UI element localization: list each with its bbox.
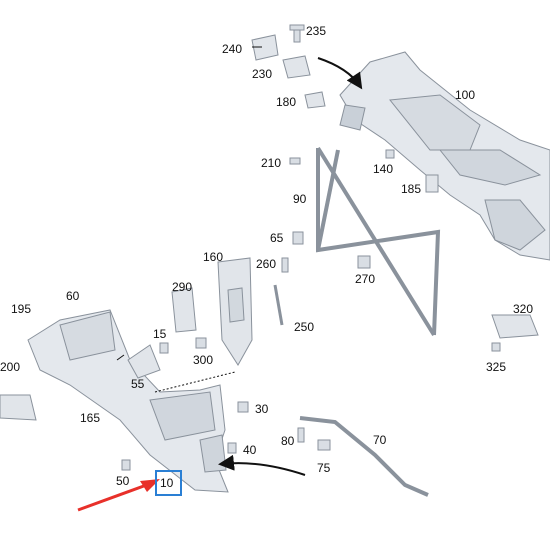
curved-arrows — [218, 57, 363, 476]
bushing-65 — [292, 231, 304, 245]
label-250: 250 — [294, 320, 315, 334]
link-250 — [273, 284, 284, 326]
clip-180 — [304, 91, 326, 109]
bushing-300 — [195, 337, 207, 349]
label-180: 180 — [276, 95, 297, 109]
bolt-50 — [121, 459, 131, 471]
label-235: 235 — [306, 24, 327, 38]
brace-90 — [316, 146, 441, 337]
bracket-left-200 — [0, 394, 37, 421]
label-75: 75 — [317, 461, 331, 475]
label-270: 270 — [355, 272, 376, 286]
label-60: 60 — [66, 289, 80, 303]
clip-75 — [317, 439, 331, 451]
bracket-230 — [282, 55, 311, 79]
bolt-210 — [289, 157, 301, 165]
label-230: 230 — [252, 67, 273, 81]
label-260: 260 — [256, 257, 277, 271]
cross-member-100 — [339, 51, 550, 261]
bracket-240 — [251, 34, 279, 61]
label-240: 240 — [222, 42, 243, 56]
label-70: 70 — [373, 433, 387, 447]
label-160: 160 — [203, 250, 224, 264]
bolt-260 — [281, 257, 289, 273]
bolt-80 — [297, 427, 305, 443]
bolt-235 — [289, 24, 305, 43]
bracket-160 — [217, 257, 253, 366]
label-325: 325 — [486, 360, 507, 374]
label-15: 15 — [153, 327, 167, 341]
label-55: 55 — [131, 377, 145, 391]
label-30: 30 — [255, 402, 269, 416]
bolt-30 — [237, 401, 249, 413]
label-100: 100 — [455, 88, 476, 102]
bolt-40 — [227, 442, 237, 454]
label-200: 200 — [0, 360, 21, 374]
bracket-185 — [425, 174, 439, 193]
bolt-15 — [159, 342, 169, 354]
label-300: 300 — [193, 353, 214, 367]
label-320: 320 — [513, 302, 534, 316]
label-80: 80 — [281, 434, 295, 448]
bracket-55 — [127, 344, 161, 379]
leader-lines — [116, 46, 262, 393]
bracket-320 — [491, 314, 539, 339]
label-195: 195 — [11, 302, 32, 316]
rod-70 — [299, 416, 429, 497]
label-165: 165 — [80, 411, 101, 425]
label-140: 140 — [373, 162, 394, 176]
label-50: 50 — [116, 474, 130, 488]
label-210: 210 — [261, 156, 282, 170]
label-90: 90 — [293, 192, 307, 206]
bushing-270 — [357, 255, 371, 269]
label-185: 185 — [401, 182, 422, 196]
label-290: 290 — [172, 280, 193, 294]
nut-325 — [491, 342, 501, 352]
bracket-290 — [171, 287, 197, 333]
label-40: 40 — [243, 443, 257, 457]
label-65: 65 — [270, 231, 284, 245]
nut-140 — [385, 149, 395, 159]
highlight-box-10 — [155, 470, 182, 496]
label-10: 10 — [160, 476, 174, 490]
